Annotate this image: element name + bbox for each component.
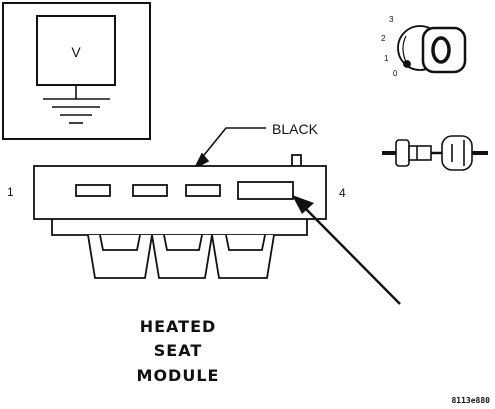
harness-connector <box>33 154 327 279</box>
module-title-line-2: SEAT <box>154 341 203 360</box>
ignition-position-1: 1 <box>384 54 389 63</box>
terminal-cavity-1 <box>75 184 111 197</box>
ground-symbol-icon <box>43 85 110 124</box>
terminal-cavity-2 <box>132 184 168 197</box>
ignition-position-2: 2 <box>381 34 386 43</box>
connector-teeth <box>87 234 275 279</box>
voltmeter-symbol: V <box>71 44 81 60</box>
ignition-switch: 3 2 1 0 <box>381 15 467 78</box>
terminal-cavity-3 <box>185 184 221 197</box>
pin-4-label: 4 <box>339 186 346 200</box>
probe-arrow <box>292 195 401 305</box>
pin-1-label: 1 <box>7 185 14 199</box>
module-title-line-1: HEATED <box>140 317 217 336</box>
connector-lower-housing <box>51 219 308 236</box>
ignition-position-0: 0 <box>393 69 398 78</box>
figure-code: 8113e880 <box>451 396 490 405</box>
ignition-key-icon <box>397 25 467 74</box>
terminal-cavity-4 <box>237 181 294 200</box>
connector-plug-icon <box>382 135 488 171</box>
wire-color-leader <box>193 127 266 170</box>
ignition-position-3: 3 <box>389 15 394 24</box>
wire-color-label: BLACK <box>272 121 319 137</box>
inset-frame <box>2 2 151 140</box>
module-title-line-3: MODULE <box>137 366 220 385</box>
voltmeter-inset: V <box>2 2 151 140</box>
